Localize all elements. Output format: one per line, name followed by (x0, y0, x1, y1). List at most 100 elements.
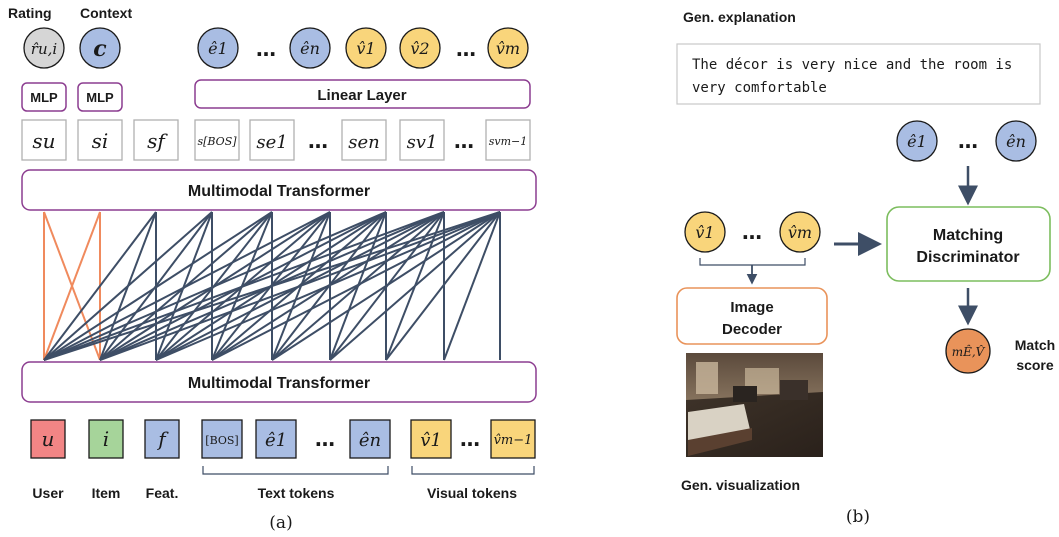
attention-line (211, 211, 501, 361)
attention-line (443, 211, 501, 361)
b-visual-bracket (699, 258, 806, 266)
attention-line (43, 211, 157, 361)
linear-layer-label: Linear Layer (317, 87, 406, 104)
rating-mlp-label: MLP (30, 90, 58, 105)
state-si-label: si (92, 129, 109, 153)
multimodal-transformer-bottom (21, 361, 537, 403)
item-label: Item (92, 485, 121, 501)
attention-line (43, 211, 273, 361)
rating-mlp-box (21, 82, 67, 112)
attention-line (271, 211, 501, 361)
b-token-vm-label: v̂m (788, 223, 812, 242)
decoder-label-line1: Image (730, 299, 773, 316)
b-token-v1 (684, 211, 726, 253)
output-token-e1-label: ê1 (208, 39, 228, 58)
attention-line (43, 211, 213, 361)
gen-visualization-label: Gen. visualization (681, 477, 800, 493)
output-token-en (289, 27, 331, 69)
match-score-circle (945, 328, 991, 374)
state-ellipsis-1: … (308, 129, 328, 153)
attention-line (329, 211, 501, 361)
state-se1-label: se1 (256, 132, 287, 153)
feat-label: Feat. (146, 485, 179, 501)
output-token-v2 (399, 27, 441, 69)
multimodal-transformer-bottom-label: Multimodal Transformer (188, 375, 370, 392)
output-ellipsis-1: … (256, 37, 276, 61)
user-label: User (32, 485, 64, 501)
panel-a: Rating Context r̂u,i c ê1 … ên v̂1 v̂2 …… (8, 5, 537, 533)
state-tokens-row: su si sf s[BOS] se1 … sen sv1 … svm−1 (21, 119, 531, 161)
generated-room-image (686, 353, 823, 457)
input-vm-box (490, 419, 536, 459)
state-se1-box (249, 119, 295, 161)
context-mlp-label: MLP (86, 90, 114, 105)
attention-line (155, 211, 213, 361)
match-score-label-line2: score (1016, 357, 1054, 373)
b-token-e1-label: ê1 (907, 132, 927, 151)
rating-symbol: r̂u,i (31, 40, 58, 58)
b-token-v1-label: v̂1 (695, 223, 714, 242)
output-token-v1-label: v̂1 (356, 39, 375, 58)
context-symbol: c (93, 36, 107, 62)
attention-line (43, 211, 331, 361)
state-sv1-box (399, 119, 445, 161)
input-en-label: ên (359, 430, 381, 451)
state-sbos-box (194, 119, 240, 161)
output-token-e1 (197, 27, 239, 69)
attention-line (43, 211, 501, 361)
output-token-vm (487, 27, 529, 69)
output-token-v1 (345, 27, 387, 69)
input-user-label: u (42, 427, 55, 451)
b-token-en-label: ên (1006, 132, 1026, 151)
panel-b: Gen. explanation The décor is very nice … (676, 9, 1055, 527)
visual-tokens-bracket (411, 466, 535, 475)
attention-lines (43, 211, 501, 361)
match-score-label-line1: Match (1015, 337, 1055, 353)
output-token-en-label: ên (300, 39, 320, 58)
state-su-box (21, 119, 67, 161)
context-mlp-box (77, 82, 123, 112)
explanation-text-line1: The décor is very nice and the room is (692, 57, 1012, 73)
input-v1-box (410, 419, 452, 459)
input-bos-label: [BOS] (205, 434, 238, 447)
matching-discriminator-box (886, 206, 1051, 282)
state-sen-label: sen (348, 132, 379, 153)
b-token-e1 (896, 120, 938, 162)
input-v1-label: v̂1 (420, 430, 442, 451)
text-tokens-label: Text tokens (258, 485, 335, 501)
input-bos-box (201, 419, 243, 459)
b-visual-ellipsis: … (742, 220, 762, 244)
input-user-box (30, 419, 66, 459)
panel-b-caption: (b) (846, 507, 870, 527)
input-tokens-row: u i f [BOS] ê1 … ên v̂1 … v̂m−1 (30, 419, 536, 459)
attention-line (385, 211, 501, 361)
input-e1-box (255, 419, 297, 459)
panel-a-caption: (a) (269, 513, 292, 533)
input-ellipsis-1: … (315, 427, 335, 451)
gen-explanation-label: Gen. explanation (683, 9, 796, 25)
state-sbos-label: s[BOS] (197, 135, 237, 148)
b-token-vm (779, 211, 821, 253)
input-item-box (88, 419, 124, 459)
text-tokens-bracket (202, 466, 389, 475)
context-output-circle (79, 27, 121, 69)
decoder-label-line2: Decoder (722, 321, 782, 338)
b-token-en (995, 120, 1037, 162)
room-sofa (780, 380, 808, 400)
rating-output-circle (23, 27, 65, 69)
attention-line (43, 211, 445, 361)
input-e1-label: ê1 (265, 430, 287, 451)
match-score-symbol: mÊ,V̂ (952, 344, 986, 359)
discriminator-label-line2: Discriminator (916, 249, 1019, 266)
context-label: Context (80, 5, 132, 21)
explanation-textbox (676, 43, 1041, 105)
room-bed-frame (688, 428, 752, 456)
output-token-vm-label: v̂m (496, 39, 520, 58)
state-sf-label: sf (147, 129, 168, 153)
output-token-v2-label: v̂2 (410, 39, 429, 58)
attention-line (43, 211, 101, 361)
rating-label: Rating (8, 5, 52, 21)
attention-line (155, 211, 501, 361)
multimodal-transformer-top-label: Multimodal Transformer (188, 183, 370, 200)
